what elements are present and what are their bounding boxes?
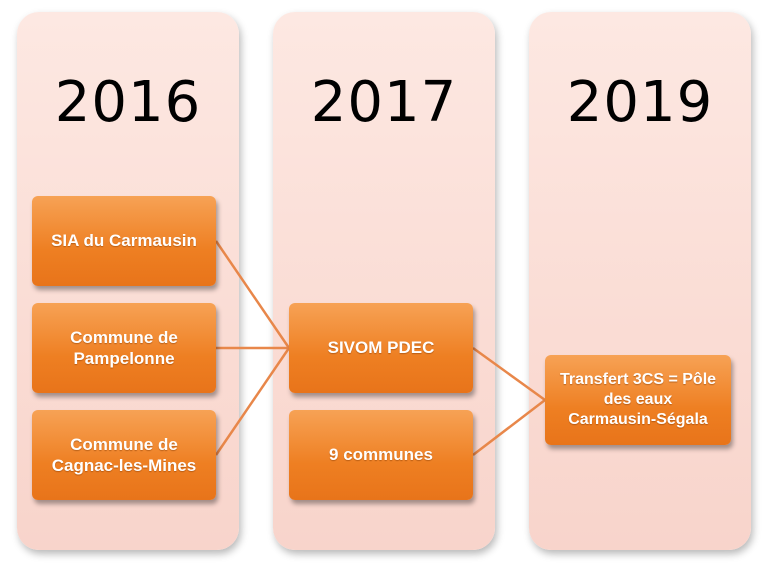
box-communes-label: 9 communes [329, 445, 433, 465]
box-sia-du-carmausin: SIA du Carmausin [32, 196, 216, 286]
box-transfert-label: Transfert 3CS = Pôle des eaux Carmausin-… [559, 371, 717, 428]
box-cagnac-label: Commune de Cagnac-les-Mines [51, 434, 197, 475]
box-sia-label: SIA du Carmausin [51, 231, 197, 251]
column-2019: 2019 [529, 12, 751, 550]
year-label-2019: 2019 [566, 70, 714, 135]
box-commune-pampelonne: Commune de Pampelonne [32, 303, 216, 393]
box-commune-cagnac: Commune de Cagnac-les-Mines [32, 410, 216, 500]
box-sivom-pdec: SIVOM PDEC [289, 303, 473, 393]
year-label-2017: 2017 [310, 70, 458, 135]
box-transfert-3cs: Transfert 3CS = Pôle des eaux Carmausin-… [545, 355, 731, 445]
box-pampelonne-label: Commune de Pampelonne [70, 327, 178, 368]
year-label-2016: 2016 [54, 70, 202, 135]
box-9-communes: 9 communes [289, 410, 473, 500]
box-sivom-label: SIVOM PDEC [327, 338, 435, 358]
